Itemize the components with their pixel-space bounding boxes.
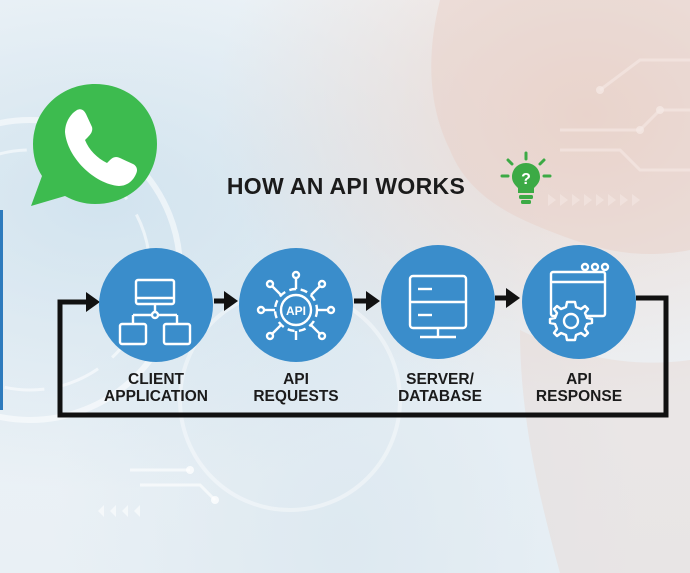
left-edge-accent bbox=[0, 210, 3, 410]
arrow-client-to-requests bbox=[214, 291, 238, 311]
browser-gear-icon bbox=[548, 262, 610, 342]
loop-arrowhead bbox=[86, 292, 100, 312]
page-title: HOW AN API WORKS bbox=[226, 173, 466, 199]
return-loop-connector bbox=[57, 295, 669, 418]
api-gear-icon bbox=[256, 270, 336, 341]
server-icon bbox=[408, 274, 468, 339]
network-computer-icon bbox=[118, 278, 192, 346]
lightbulb-icon: ? bbox=[500, 151, 552, 204]
step-circle-response bbox=[522, 245, 636, 359]
api-icon-text: API bbox=[286, 304, 306, 318]
arrow-server-to-response bbox=[495, 288, 520, 308]
arrow-requests-to-server bbox=[354, 291, 380, 311]
whatsapp-icon bbox=[31, 84, 157, 206]
svg-text:?: ? bbox=[521, 171, 531, 188]
step-label-server: SERVER/DATABASE bbox=[398, 371, 482, 405]
